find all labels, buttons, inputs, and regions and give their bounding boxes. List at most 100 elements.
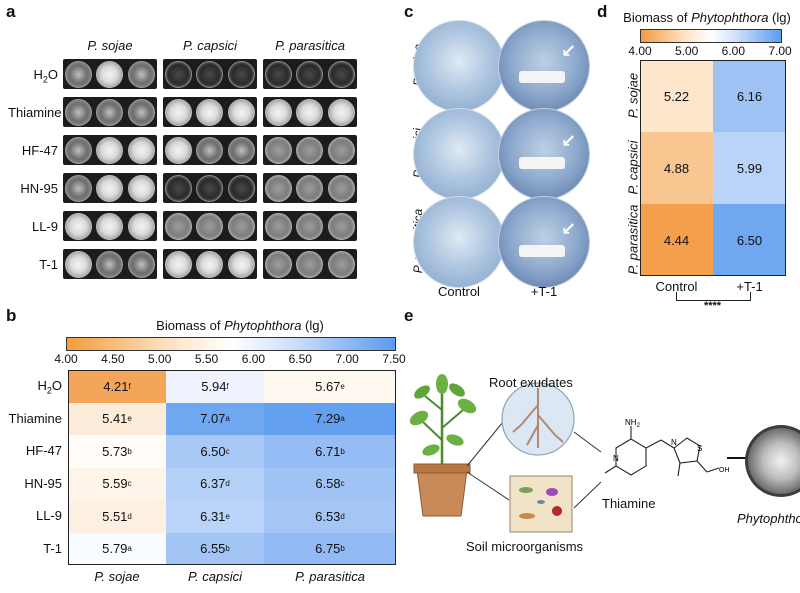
panel-b-letter: b (6, 306, 17, 325)
plate-strip (163, 249, 257, 279)
culture-well (296, 136, 324, 164)
heatmap-cell: 6.50 (713, 204, 786, 276)
culture-well (96, 212, 124, 240)
culture-well (296, 250, 324, 278)
hydroxyl-label: OH (719, 467, 730, 474)
root-exudates-icon (501, 382, 575, 456)
colorbar-title-genus: Phytophthora (224, 318, 302, 333)
root-exudates-label: Root exudates (489, 375, 573, 390)
colorbar-title-genus: Phytophthora (691, 10, 769, 25)
plate-strip (63, 97, 157, 127)
culture-well (196, 250, 224, 278)
panel-e-schematic: NH2 N N S OH (409, 374, 800, 533)
culture-well (127, 174, 155, 202)
culture-well (127, 60, 155, 88)
phytophthora-label: Phytophthora (737, 511, 800, 526)
petri-dish (413, 108, 505, 200)
heatmap-column-label: P. parasitica (295, 569, 365, 584)
nh2-label: NH2 (625, 418, 641, 429)
petri-dish: ↙ (498, 20, 590, 112)
culture-well (196, 136, 224, 164)
culture-well (96, 98, 124, 126)
colorbar-tick-label: 6.50 (288, 352, 312, 366)
culture-well (227, 174, 255, 202)
culture-well (296, 60, 324, 88)
culture-well (227, 136, 255, 164)
colorbar-title-unit: (lg) (768, 10, 791, 25)
plate-strip (63, 59, 157, 89)
plate-strip (263, 249, 357, 279)
petri-dish (413, 20, 505, 112)
arrow-icon: ↙ (561, 41, 577, 61)
petri-dish (413, 196, 505, 288)
culture-well (265, 250, 293, 278)
heatmap-row-label: LL-9 (35, 508, 62, 523)
connector-line (466, 471, 510, 501)
heatmap-cell: 6.16 (713, 60, 786, 132)
plate-strip (163, 59, 257, 89)
colorbar-tick-label: 4.00 (628, 44, 652, 58)
culture-well (127, 98, 155, 126)
culture-well (65, 98, 93, 126)
culture-well (196, 60, 224, 88)
culture-well (227, 98, 255, 126)
plate-strip (63, 173, 157, 203)
colorbar-title-prefix: Biomass of (156, 318, 225, 333)
heatmap-row-label: P. parasitica (625, 204, 641, 275)
culture-well (165, 98, 193, 126)
arrow-icon: ↙ (561, 131, 577, 151)
petri-dish: ↙ (498, 108, 590, 200)
potted-plant-icon (409, 374, 477, 517)
colorbar-title-prefix: Biomass of (623, 10, 692, 25)
panel-c-letter: c (404, 2, 414, 21)
culture-well (127, 212, 155, 240)
connector-line (573, 481, 602, 509)
colorbar-tick-label: 7.00 (335, 352, 359, 366)
heatmap-row-label: H2O (37, 378, 62, 396)
heatmap-cell: 4.88 (640, 132, 713, 204)
pyrimidine-n-label: N (613, 454, 619, 463)
culture-well (96, 60, 124, 88)
heatmap-row-label: HF-47 (25, 443, 62, 458)
petri-dish: ↙ (498, 196, 590, 288)
panel-e-letter: e (404, 306, 414, 325)
culture-well (165, 136, 193, 164)
culture-well (196, 174, 224, 202)
plate-strip (63, 135, 157, 165)
culture-well (65, 60, 93, 88)
culture-well (227, 250, 255, 278)
panel-d-colorbar-title: Biomass of Phytophthora (lg) (614, 10, 800, 25)
heatmap-cell: 4.44 (640, 204, 713, 276)
heatmap-column-label: P. sojae (94, 569, 140, 584)
colorbar-tick-label: 6.00 (721, 44, 745, 58)
colorbar-tick-label: 7.50 (382, 352, 406, 366)
thiamine-structure-icon (604, 426, 720, 477)
heatmap-cell: 5.22 (640, 60, 713, 132)
heatmap-frame (640, 60, 786, 276)
culture-well (227, 60, 255, 88)
culture-well (196, 98, 224, 126)
plate-strip (163, 211, 257, 241)
culture-well (327, 98, 355, 126)
plate-column-header: P. parasitica (275, 38, 345, 53)
culture-well (327, 250, 355, 278)
culture-well (165, 174, 193, 202)
culture-well (296, 174, 324, 202)
plate-row-label: Thiamine (8, 105, 62, 120)
culture-well (265, 174, 293, 202)
filter-paper-strip (519, 71, 565, 83)
panel-b-colorbar (66, 337, 396, 351)
heatmap-row-label: HN-95 (24, 475, 62, 491)
